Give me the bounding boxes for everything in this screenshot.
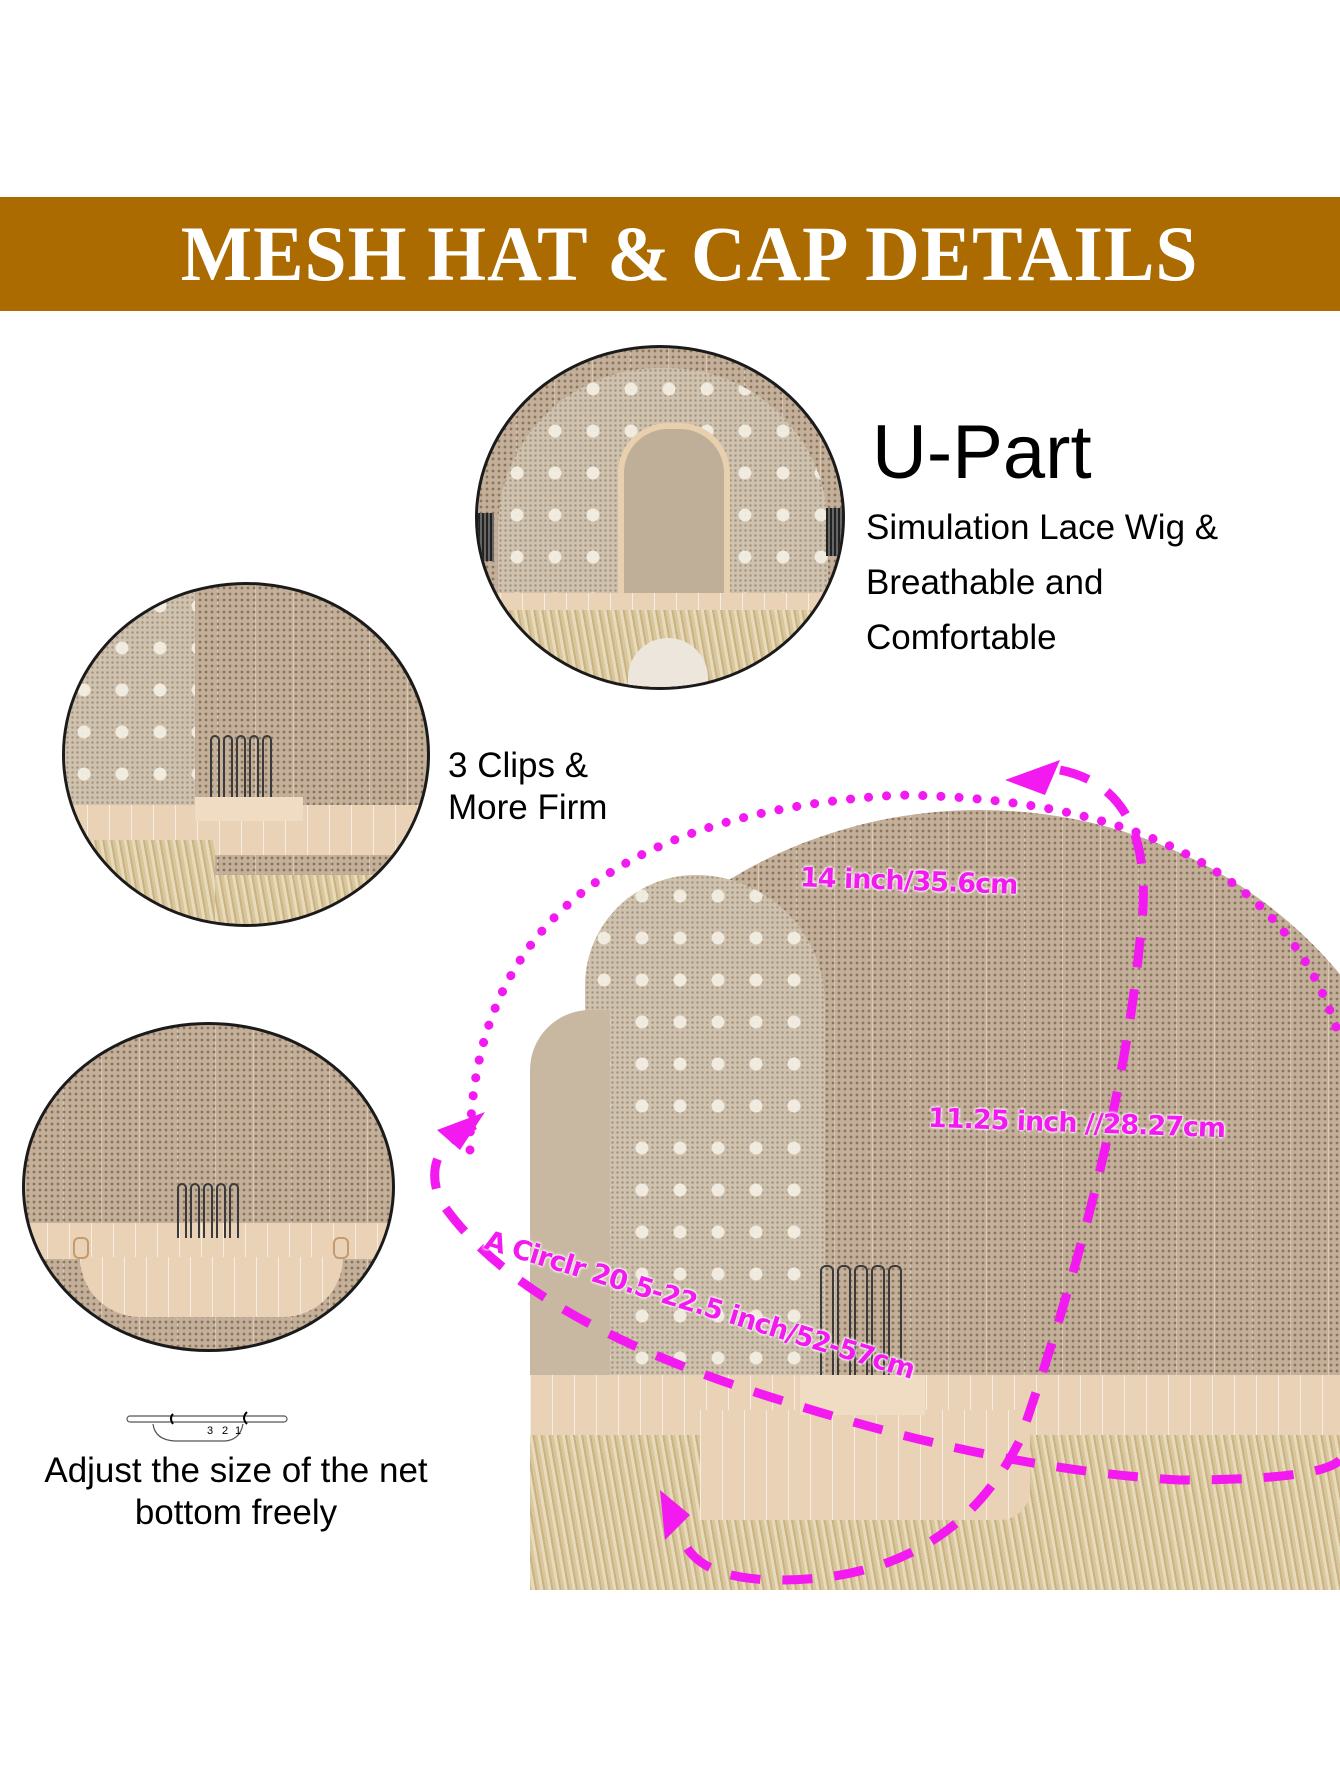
strap-hook-left-icon: [73, 1237, 89, 1259]
arrow-head-top-icon: [1005, 760, 1060, 795]
side-comb-right-icon: [826, 508, 842, 556]
banner-title: MESH HAT & CAP DETAILS: [181, 210, 1199, 297]
comb-clip-icon: [820, 1265, 902, 1385]
cap-band: [478, 593, 842, 611]
strap-diagram-icon: [126, 1411, 288, 1442]
clips-line-2: More Firm: [448, 788, 608, 827]
front-back-dotted-arc: [465, 790, 1340, 1155]
ear-to-ear-dashed-arc: [675, 765, 1148, 1585]
upart-cap-photo: [475, 345, 845, 690]
strap-hook-right-icon: [333, 1237, 349, 1259]
hair: [215, 875, 427, 924]
strap-number-3: 3: [207, 1425, 214, 1437]
lace-panel: [585, 875, 825, 1415]
comb-strip: [195, 797, 303, 821]
adjust-caption: Adjust the size of the net bottom freely: [0, 1450, 472, 1534]
hair: [65, 840, 215, 924]
strap-diagram: 3 2 1: [125, 1410, 290, 1445]
adjust-line-2: bottom freely: [134, 1493, 338, 1532]
circumference-dashed-arc: [430, 1120, 1340, 1485]
upart-line-2: Breathable and: [866, 563, 1104, 602]
title-banner: MESH HAT & CAP DETAILS: [0, 197, 1340, 311]
strap-number-1: 1: [235, 1425, 242, 1437]
cap-bottom-panel: [80, 1257, 343, 1317]
arrow-head-bottom-left-icon: [660, 1490, 690, 1540]
upart-line-1: Simulation Lace Wig &: [866, 508, 1219, 547]
lace-edge: [530, 1010, 610, 1430]
comb-clip-icon: [177, 1183, 239, 1238]
lace-panel: [65, 585, 195, 825]
arrow-head-left-icon: [437, 1112, 485, 1150]
side-comb-left-icon: [478, 513, 494, 561]
clips-cap-photo: [62, 582, 430, 927]
strap-number-2: 2: [222, 1425, 229, 1437]
comb-clip-icon: [210, 735, 272, 800]
upart-line-3: Comfortable: [866, 618, 1057, 657]
clips-line-1: 3 Clips &: [448, 746, 589, 785]
clips-caption: 3 Clips & More Firm: [448, 745, 607, 829]
upart-description: Simulation Lace Wig & Breathable and Com…: [866, 500, 1218, 665]
adjustable-strap-photo: [22, 1022, 395, 1352]
adjust-line-1: Adjust the size of the net: [44, 1451, 428, 1490]
upart-title: U-Part: [872, 410, 1092, 495]
main-cap-photo: [500, 810, 1340, 1590]
